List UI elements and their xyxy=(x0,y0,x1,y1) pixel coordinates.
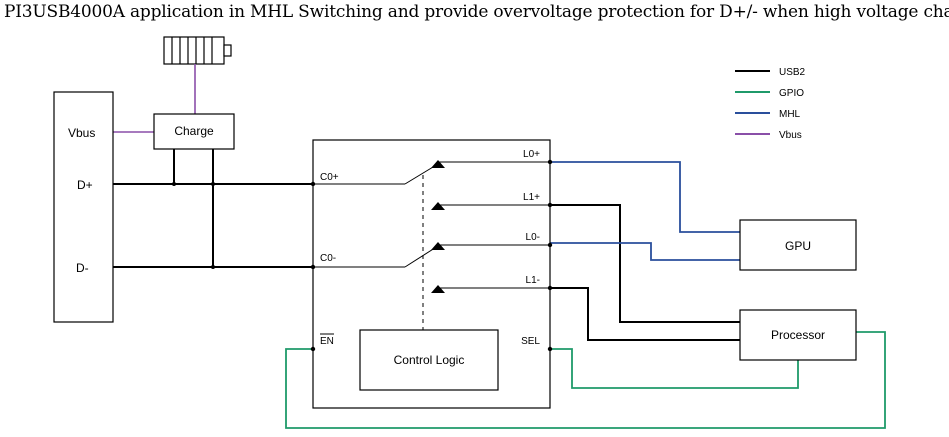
pin-l0-plus: L0+ xyxy=(523,149,540,160)
processor-box xyxy=(739,309,857,361)
gpu-box xyxy=(739,219,857,271)
pin-c0-plus: C0+ xyxy=(320,172,339,183)
gpu-label: GPU xyxy=(785,239,811,253)
processor-label: Processor xyxy=(771,328,825,342)
pin-en: EN xyxy=(320,336,334,347)
usb-connector xyxy=(53,91,114,323)
battery-icon xyxy=(163,36,232,65)
gpio-wires xyxy=(285,331,886,429)
legend-label-usb2: USB2 xyxy=(779,67,806,78)
switch-contacts xyxy=(431,160,445,293)
legend-label-gpio: GPIO xyxy=(779,88,804,99)
vbus-pin-label: Vbus xyxy=(68,126,95,140)
legend-label-vbus: Vbus xyxy=(779,130,802,141)
switch-internals xyxy=(313,161,550,330)
control-logic-box xyxy=(359,329,499,391)
mhl-wires xyxy=(550,161,740,261)
charge-label: Charge xyxy=(174,124,214,138)
pin-l1-minus: L1- xyxy=(526,275,540,286)
junction-dots xyxy=(172,182,215,269)
usb2-wires xyxy=(113,149,740,341)
legend-label-mhl: MHL xyxy=(779,109,801,120)
pin-dots xyxy=(310,159,553,352)
switch-ic xyxy=(312,139,551,409)
pin-l1-plus: L1+ xyxy=(523,192,540,203)
pin-l0-minus: L0- xyxy=(526,232,540,243)
diagram-title: PI3USB4000A application in MHL Switching… xyxy=(4,2,949,22)
dminus-pin-label: D- xyxy=(76,261,89,275)
pin-c0-minus: C0- xyxy=(320,253,336,264)
charge-box xyxy=(153,113,235,150)
pin-sel: SEL xyxy=(521,336,540,347)
control-logic-label: Control Logic xyxy=(394,353,465,367)
dplus-pin-label: D+ xyxy=(77,178,93,192)
